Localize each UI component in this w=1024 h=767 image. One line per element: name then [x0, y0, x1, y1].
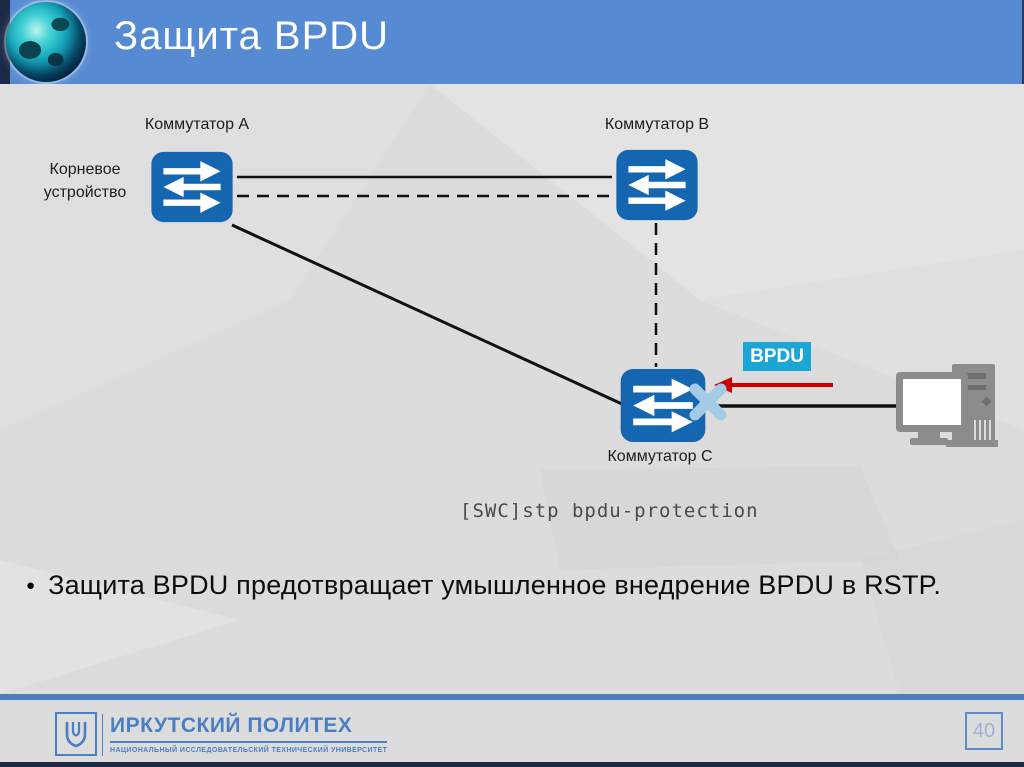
- right-edge-strip: [1022, 0, 1024, 84]
- bottom-edge-bar: [0, 762, 1024, 767]
- page-number: 40: [965, 712, 1003, 750]
- switch-b-label: Коммутатор B: [604, 116, 710, 133]
- computer-vent: [984, 420, 986, 440]
- switch-b-icon: [616, 149, 698, 221]
- bullet-marker: ●: [26, 577, 36, 594]
- bullet-item: ● Защита BPDU предотвращает умышленное в…: [26, 570, 1006, 601]
- computer-screen: [903, 379, 961, 425]
- root-device-label: Корневое устройство: [33, 158, 137, 204]
- header-corner-block: [0, 0, 10, 84]
- bpdu-tag: BPDU: [743, 342, 811, 371]
- globe-logo-icon: [6, 2, 86, 82]
- switch-c-icon: [620, 368, 706, 443]
- computer-base: [946, 440, 998, 447]
- computer-icon: [890, 360, 1000, 450]
- footer-divider: [0, 694, 1024, 700]
- switch-a-icon: [151, 151, 233, 223]
- switch-a-label: Коммутатор A: [144, 116, 250, 133]
- computer-vent: [974, 420, 976, 440]
- slide-title: Защита BPDU: [114, 14, 390, 58]
- switch-c-label: Коммутатор C: [607, 448, 713, 465]
- computer-vent: [989, 420, 991, 440]
- university-subtitle: НАЦИОНАЛЬНЫЙ ИССЛЕДОВАТЕЛЬСКИЙ ТЕХНИЧЕСК…: [110, 747, 388, 754]
- monitor-stand-base: [910, 438, 948, 445]
- computer-drive-slot: [960, 385, 986, 390]
- root-device-label-line2: устройство: [43, 184, 127, 201]
- university-name: ИРКУТСКИЙ ПОЛИТЕХ: [110, 714, 353, 737]
- logo-separator: [102, 714, 103, 756]
- university-logo-text: ИРКУТСКИЙ ПОЛИТЕХ НАЦИОНАЛЬНЫЙ ИССЛЕДОВА…: [110, 714, 388, 754]
- computer-vent: [979, 420, 981, 440]
- cli-command: [SWC]stp bpdu-protection: [460, 500, 759, 522]
- bullet-text: Защита BPDU предотвращает умышленное вне…: [48, 570, 942, 600]
- university-rule: [110, 741, 388, 743]
- university-shield-icon: [55, 712, 97, 756]
- root-device-label-line1: Корневое: [49, 161, 121, 178]
- title-banner: [10, 0, 1022, 84]
- computer-drive-slot: [960, 373, 986, 379]
- monitor-stand-neck: [918, 432, 940, 439]
- blocked-port-x-icon: [689, 383, 727, 421]
